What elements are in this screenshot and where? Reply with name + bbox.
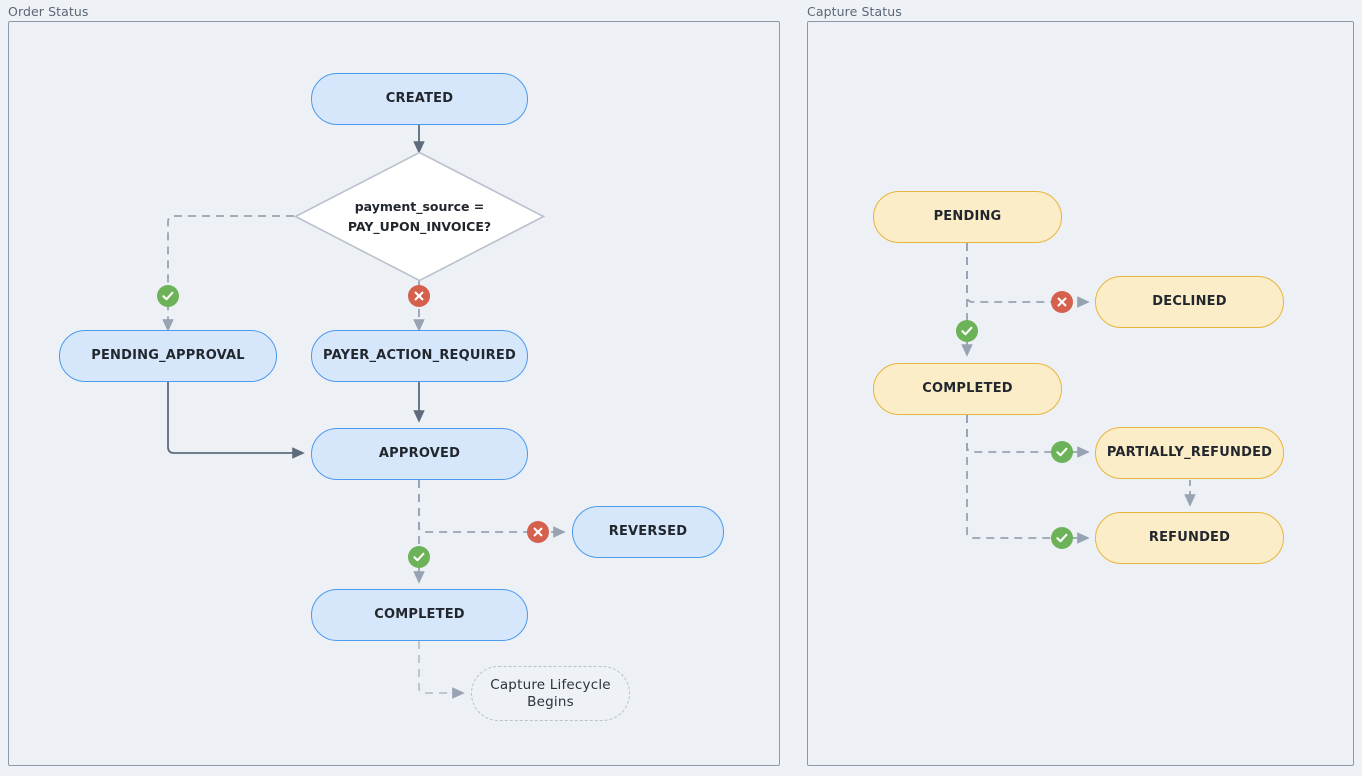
check-circle-icon [1051,527,1073,549]
node-pending-approval[interactable]: PENDING_APPROVAL [59,330,277,382]
node-order-completed[interactable]: COMPLETED [311,589,528,641]
node-approved[interactable]: APPROVED [311,428,528,480]
panel-label-order-status: Order Status [8,4,89,19]
node-pending[interactable]: PENDING [873,191,1062,243]
node-created[interactable]: CREATED [311,73,528,125]
capture-lifecycle-label-line-2: Begins [527,693,574,710]
x-circle-icon [408,285,430,307]
check-circle-icon [1051,441,1073,463]
node-capture-lifecycle-begins[interactable]: Capture Lifecycle Begins [471,666,630,721]
panel-label-capture-status: Capture Status [807,4,902,19]
capture-lifecycle-label-line-1: Capture Lifecycle [490,676,611,693]
node-partially-refunded[interactable]: PARTIALLY_REFUNDED [1095,427,1284,479]
check-circle-icon [408,546,430,568]
check-circle-icon [157,285,179,307]
x-circle-icon [527,521,549,543]
node-declined[interactable]: DECLINED [1095,276,1284,328]
node-reversed[interactable]: REVERSED [572,506,724,558]
node-payer-action-required[interactable]: PAYER_ACTION_REQUIRED [311,330,528,382]
x-circle-icon [1051,291,1073,313]
node-decision-payment-source[interactable]: payment_source = PAY_UPON_INVOICE? [294,151,545,282]
panel-order-status [8,21,780,766]
node-refunded[interactable]: REFUNDED [1095,512,1284,564]
check-circle-icon [956,320,978,342]
node-capture-completed[interactable]: COMPLETED [873,363,1062,415]
